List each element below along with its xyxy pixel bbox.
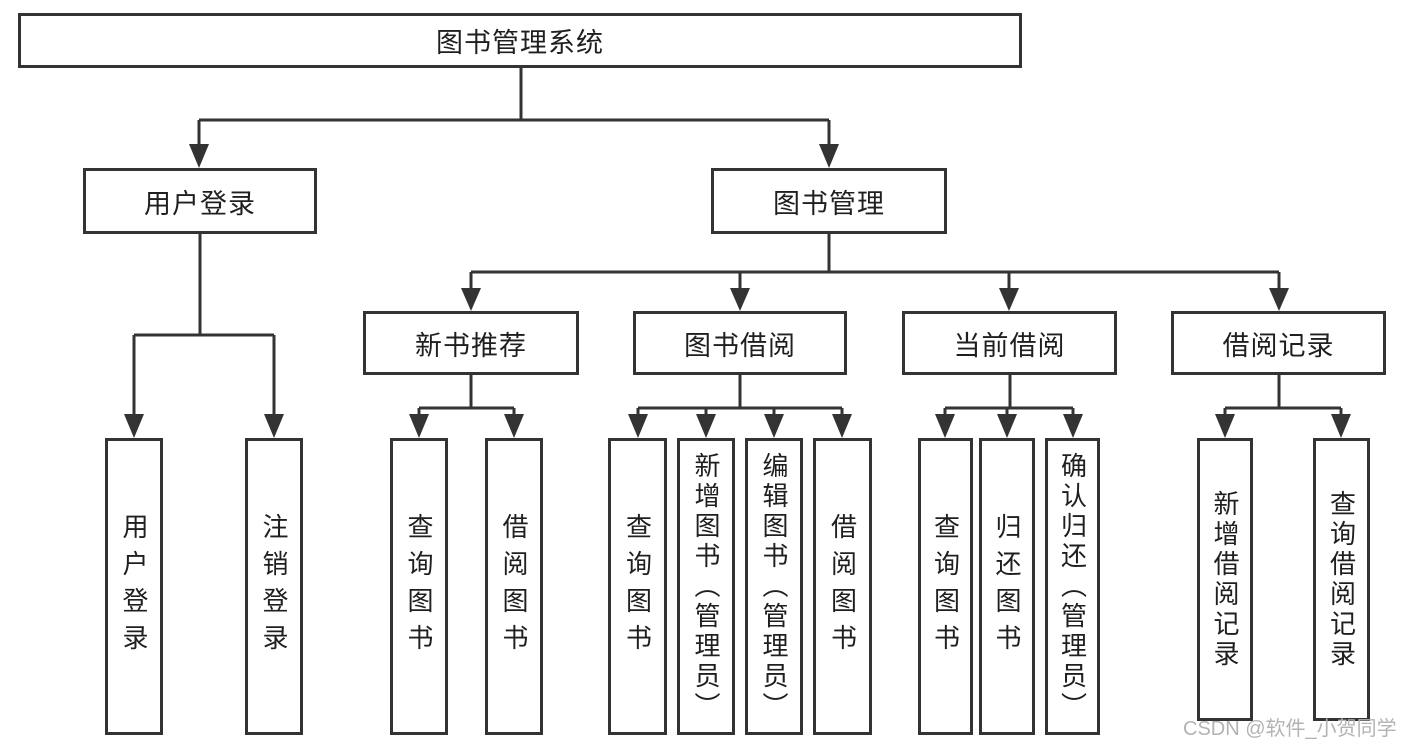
leaf-bb-query-books: 查询图书 bbox=[608, 438, 667, 735]
leaf-bb-add-books-admin-label: 新增图书（管理员） bbox=[691, 451, 721, 722]
connector-root bbox=[197, 68, 831, 146]
leaf-cb-query-books: 查询图书 bbox=[918, 438, 973, 735]
node-borrow-records: 借阅记录 bbox=[1171, 311, 1386, 375]
leaf-bb-borrow-books-label: 借阅图书 bbox=[827, 512, 858, 661]
connector-borrow-records bbox=[1223, 375, 1343, 416]
leaf-cb-return-books: 归还图书 bbox=[979, 438, 1035, 735]
leaf-br-query-record-label: 查询借阅记录 bbox=[1326, 489, 1357, 670]
arrowhead bbox=[730, 288, 750, 311]
node-new-book-recommend: 新书推荐 bbox=[363, 311, 579, 375]
node-current-borrow-label: 当前借阅 bbox=[953, 330, 1066, 361]
connector-current-borrow bbox=[943, 375, 1075, 416]
leaf-nbr-query-books-label: 查询图书 bbox=[404, 512, 434, 661]
leaf-br-query-record: 查询借阅记录 bbox=[1313, 438, 1370, 721]
leaf-br-add-record-label: 新增借阅记录 bbox=[1210, 489, 1240, 670]
node-book-borrow-label: 图书借阅 bbox=[684, 330, 796, 361]
csdn-watermark: CSDN @软件_小贺同学 bbox=[1183, 718, 1397, 740]
leaf-cb-return-books-label: 归还图书 bbox=[992, 512, 1022, 661]
arrowhead bbox=[1215, 414, 1235, 438]
node-borrow-records-label: 借阅记录 bbox=[1222, 330, 1335, 361]
arrowhead bbox=[409, 414, 429, 438]
node-current-borrow: 当前借阅 bbox=[902, 311, 1117, 375]
arrowhead bbox=[504, 414, 524, 438]
arrowhead bbox=[819, 144, 839, 168]
leaf-cb-query-books-label: 查询图书 bbox=[930, 512, 961, 661]
connector-user-login bbox=[132, 234, 276, 416]
leaf-nbr-query-books: 查询图书 bbox=[390, 438, 448, 735]
connector-book-management bbox=[469, 234, 1281, 290]
arrowhead bbox=[999, 288, 1019, 311]
arrowhead bbox=[124, 414, 144, 438]
leaf-logout: 注销登录 bbox=[245, 438, 303, 735]
node-book-borrow: 图书借阅 bbox=[633, 311, 847, 375]
node-user-login: 用户登录 bbox=[83, 168, 317, 234]
leaf-bb-borrow-books: 借阅图书 bbox=[813, 438, 872, 735]
arrowhead bbox=[997, 414, 1017, 438]
leaf-cb-confirm-return-admin-label: 确认归还（管理员） bbox=[1057, 451, 1088, 722]
arrowhead bbox=[461, 288, 481, 311]
arrowhead bbox=[696, 414, 716, 438]
arrowhead bbox=[1331, 414, 1351, 438]
arrowhead bbox=[832, 414, 852, 438]
arrowhead bbox=[935, 414, 955, 438]
node-root: 图书管理系统 bbox=[18, 13, 1022, 68]
leaf-logout-label: 注销登录 bbox=[259, 512, 289, 661]
node-user-login-label: 用户登录 bbox=[144, 188, 256, 219]
leaf-cb-confirm-return-admin: 确认归还（管理员） bbox=[1045, 438, 1100, 735]
arrowhead bbox=[189, 144, 209, 168]
leaf-bb-edit-books-admin: 编辑图书（管理员） bbox=[745, 438, 803, 735]
node-root-label: 图书管理系统 bbox=[436, 28, 604, 58]
leaf-bb-edit-books-admin-label: 编辑图书（管理员） bbox=[759, 451, 789, 722]
arrowhead bbox=[764, 414, 784, 438]
leaf-nbr-borrow-books-label: 借阅图书 bbox=[499, 512, 529, 661]
leaf-bb-add-books-admin: 新增图书（管理员） bbox=[677, 438, 735, 735]
leaf-bb-query-books-label: 查询图书 bbox=[622, 512, 653, 661]
arrowhead bbox=[1063, 414, 1083, 438]
node-new-book-recommend-label: 新书推荐 bbox=[415, 330, 527, 361]
leaf-br-add-record: 新增借阅记录 bbox=[1197, 438, 1253, 721]
connector-book-borrow bbox=[636, 375, 844, 416]
node-book-management-label: 图书管理 bbox=[773, 188, 885, 219]
leaf-nbr-borrow-books: 借阅图书 bbox=[485, 438, 543, 735]
arrowhead bbox=[1269, 288, 1289, 311]
node-book-management: 图书管理 bbox=[711, 168, 947, 234]
leaf-user-login-label: 用户登录 bbox=[119, 512, 149, 661]
arrowhead bbox=[264, 414, 284, 438]
connector-new-book-recommend bbox=[417, 375, 516, 416]
arrowhead bbox=[628, 414, 648, 438]
leaf-user-login: 用户登录 bbox=[105, 438, 163, 735]
